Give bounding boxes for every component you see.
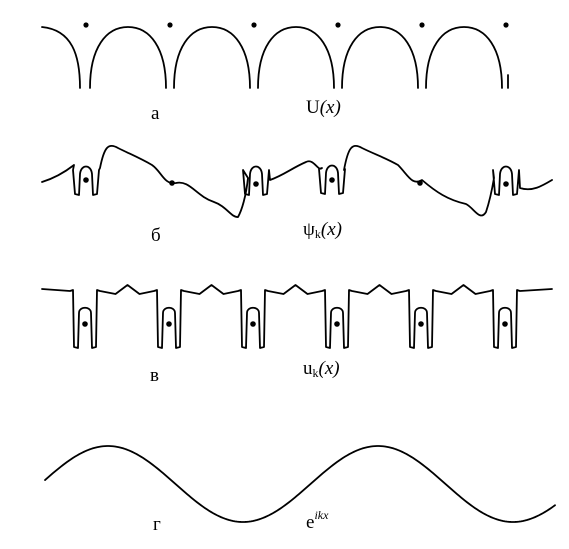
panel-a-letter: а	[151, 103, 160, 124]
panel-d-function-label: eikx	[306, 509, 328, 532]
panel-b-function-label: ψk(x)	[303, 220, 342, 240]
ion-dot	[503, 181, 509, 187]
ion-dot	[418, 321, 424, 327]
bloch-wavefunction-curve	[41, 144, 553, 218]
periodic-potential-curve	[41, 26, 509, 89]
panel-d-base: e	[306, 512, 315, 533]
ion-dot	[329, 177, 335, 183]
ion-dot	[250, 321, 256, 327]
panel-c-arg: (x)	[318, 358, 340, 379]
ion-dot	[167, 22, 173, 28]
panel-a-base: U	[306, 97, 320, 118]
plane-wave-curve	[44, 445, 556, 523]
ion-dot	[251, 22, 257, 28]
panel-b-letter: б	[151, 225, 161, 246]
ion-dots-row-a	[83, 22, 509, 28]
ion-dot	[83, 177, 89, 183]
panel-c-sub: k	[312, 366, 319, 380]
ion-dot	[503, 22, 509, 28]
ion-dot	[334, 321, 340, 327]
ion-dot	[83, 22, 89, 28]
panel-b-base: ψ	[303, 219, 315, 240]
ion-dot	[169, 180, 175, 186]
panel-b-sub: k	[314, 227, 321, 241]
ion-dot	[82, 321, 88, 327]
ion-dot	[502, 321, 508, 327]
panel-a-function-label: U(x)	[306, 98, 341, 118]
ion-dot	[335, 22, 341, 28]
ion-dot	[419, 22, 425, 28]
ion-dot	[253, 181, 259, 187]
panel-b-arg: (x)	[320, 219, 342, 240]
panel-d-letter: г	[153, 514, 161, 535]
panel-d-sup: ikx	[314, 508, 329, 522]
panel-c-base: u	[303, 358, 313, 379]
periodic-amplitude-curve	[41, 284, 553, 349]
ion-dots-row-b	[83, 177, 509, 187]
panel-a-arg: (x)	[319, 97, 341, 118]
ion-dot	[417, 180, 423, 186]
panel-c-letter: в	[150, 365, 159, 386]
panel-c-function-label: uk(x)	[303, 359, 340, 379]
ion-dots-row-c	[82, 321, 508, 327]
ion-dot	[166, 321, 172, 327]
